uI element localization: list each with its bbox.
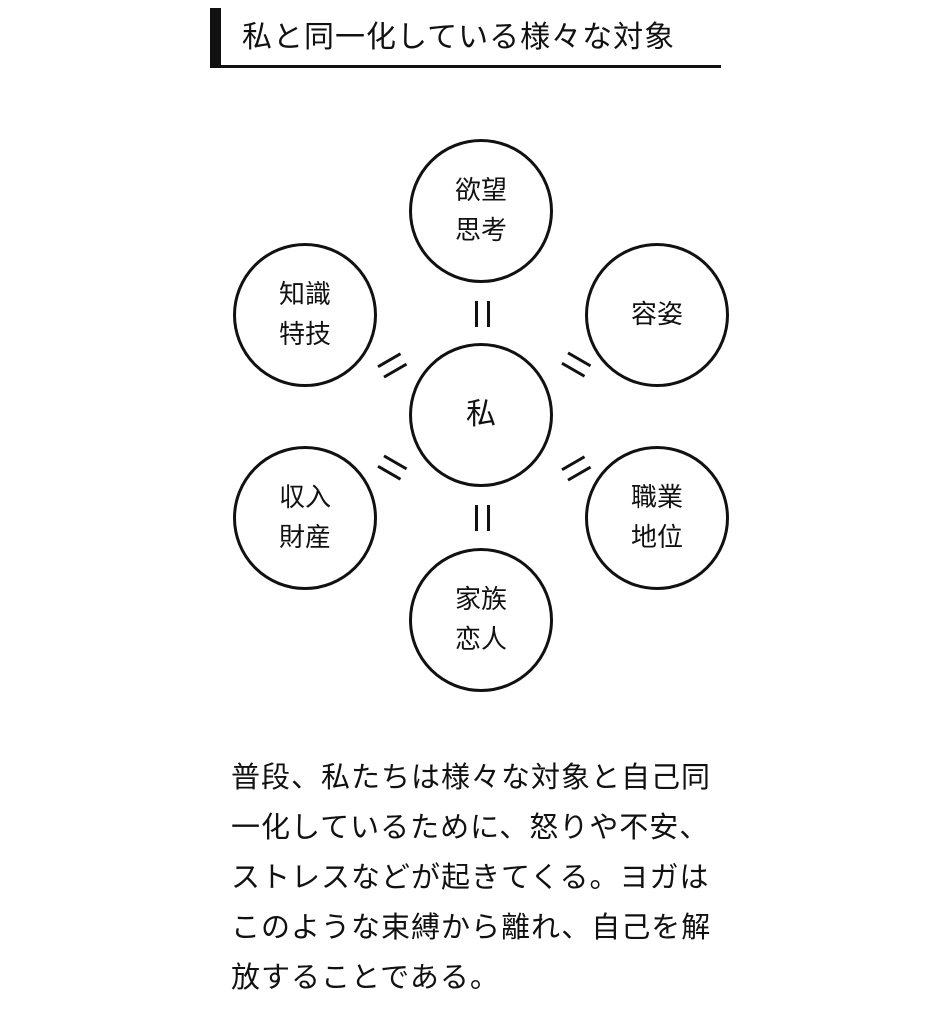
node-family-lover: 家族 恋人 <box>409 548 553 692</box>
node-label: 容姿 <box>630 300 683 330</box>
node-appearance: 容姿 <box>585 243 729 387</box>
node-desire-thought: 欲望 思考 <box>409 139 553 283</box>
node-self: 私 <box>409 343 553 487</box>
node-label: 欲望 <box>454 176 507 206</box>
node-label: 私 <box>466 397 496 432</box>
node-label: 収入 <box>278 483 331 513</box>
node-knowledge-skill: 知識 特技 <box>233 243 377 387</box>
body-line: 放することである。 <box>231 960 500 994</box>
header-accent-bar <box>210 8 221 68</box>
body-line: ストレスなどが起きてくる。ヨガは <box>231 860 710 894</box>
body-line: このような束縛から離れ、自己を解 <box>231 910 712 944</box>
node-label: 地位 <box>630 523 683 553</box>
page-title: 私と同一化している様々な対象 <box>242 20 676 55</box>
node-label: 家族 <box>454 585 507 615</box>
node-income-assets: 収入 財産 <box>233 446 377 590</box>
body-paragraph: 普段、私たちは様々な対象と自己同 一化しているために、怒りや不安、 ストレスなど… <box>231 752 751 1002</box>
node-label: 知識 <box>278 280 331 310</box>
body-line: 普段、私たちは様々な対象と自己同 <box>231 760 712 794</box>
node-label: 思考 <box>454 216 507 246</box>
node-label: 職業 <box>630 483 683 513</box>
section-header: 私と同一化している様々な対象 <box>210 8 721 68</box>
node-job-status: 職業 地位 <box>585 446 729 590</box>
node-label: 財産 <box>278 523 331 553</box>
body-line: 一化しているために、怒りや不安、 <box>231 810 710 844</box>
node-label: 恋人 <box>454 625 507 655</box>
node-label: 特技 <box>278 320 331 350</box>
